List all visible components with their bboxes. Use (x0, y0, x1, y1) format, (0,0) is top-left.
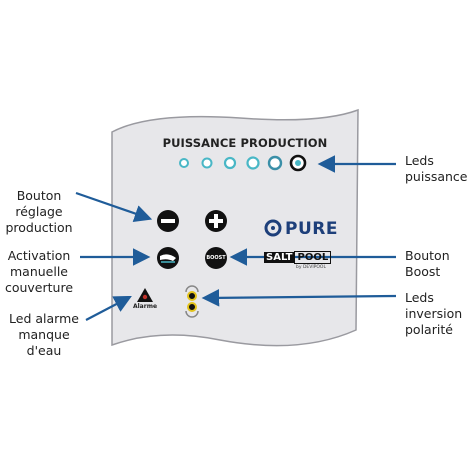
alarm-led (137, 288, 153, 302)
cover-button[interactable] (157, 247, 179, 269)
brand-salt: SALT (264, 252, 295, 263)
callout-line: Bouton (16, 188, 62, 203)
callout-line: Bouton (405, 248, 450, 263)
brand-pool: POOL (294, 251, 332, 264)
alarm-label: Alarme (132, 303, 158, 310)
boost-button[interactable] (205, 247, 227, 269)
arrow-bouton-reglage (75, 191, 153, 222)
callout-line: manuelle (9, 264, 68, 279)
callout-boost: Bouton Boost (405, 248, 450, 280)
brand-by: by DEVIPOOL (296, 265, 326, 270)
callout-line: production (5, 220, 73, 235)
callout-line: Leds (405, 153, 434, 168)
boost-button-label: BOOST (206, 255, 226, 261)
callout-line: d'eau (26, 343, 62, 358)
plus-button[interactable] (205, 210, 227, 232)
callout-line: réglage (15, 204, 63, 219)
callout-bouton-reglage: Bouton réglage production (2, 188, 76, 236)
callout-line: manque (18, 327, 70, 342)
callout-led-alarme: Led alarme manque d'eau (2, 311, 86, 359)
cover-icon (160, 254, 176, 261)
callout-line: puissance (405, 169, 468, 184)
callout-leds-puissance: Leds puissance (405, 153, 468, 185)
callout-line: Boost (405, 264, 441, 279)
polarity-led-2 (187, 302, 197, 312)
polarity-leds (185, 285, 199, 318)
pure-logo-icon (264, 219, 282, 237)
arrow-inversion (201, 289, 397, 307)
callout-activation: Activation manuelle couverture (0, 248, 78, 296)
polarity-led-1 (187, 291, 197, 301)
power-led-3 (223, 156, 237, 170)
callout-leds-inversion: Leds inversion polarité (405, 290, 462, 338)
callout-line: polarité (405, 322, 453, 337)
power-led-4 (246, 156, 260, 170)
power-led-5 (267, 155, 283, 171)
brand-pure: PURE (285, 219, 338, 239)
callout-line: Leds (405, 290, 434, 305)
minus-button[interactable] (157, 210, 179, 232)
panel-title: PUISSANCE PRODUCTION (162, 136, 328, 150)
callout-line: inversion (405, 306, 463, 321)
arrow-led-alarme (85, 295, 132, 321)
callout-line: Activation (7, 248, 71, 263)
power-led-1 (179, 158, 189, 168)
power-led-2 (201, 157, 213, 169)
callout-line: couverture (4, 280, 74, 295)
callout-line: Led alarme (9, 311, 79, 326)
callout-arrows (75, 155, 397, 321)
power-leds (179, 154, 307, 172)
